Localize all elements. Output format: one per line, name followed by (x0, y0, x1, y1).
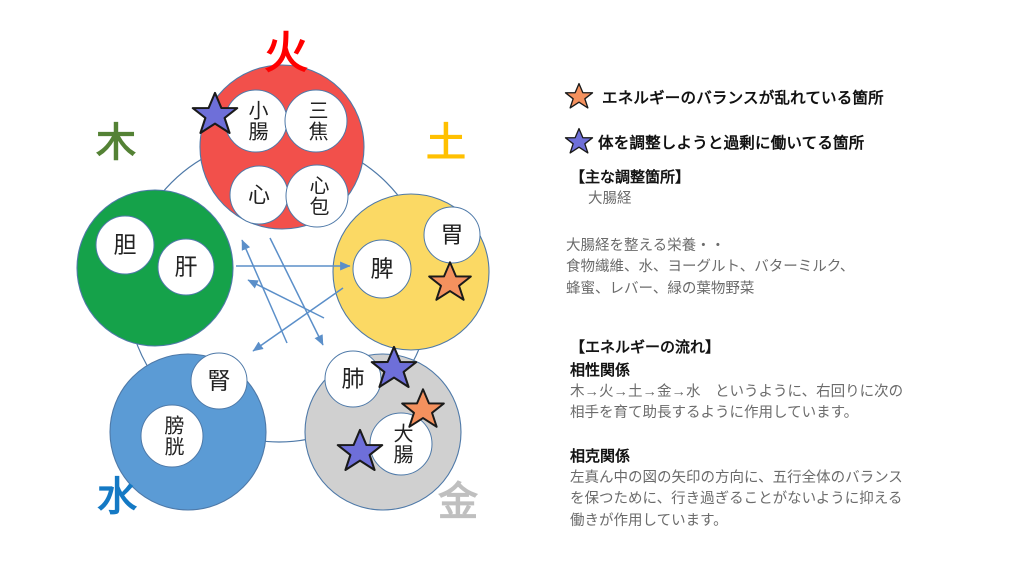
nutrition-section: 大腸経を整える栄養・・ 食物繊維、水、ヨーグルト、バターミルク、 蜂蜜、レバー、… (566, 236, 854, 300)
flow-sub-heading-2: 相克関係 (570, 447, 631, 465)
diagram-stars (191, 91, 472, 471)
diagram-svg: 胆 肝 小腸 三焦 心 心包 脾 胃 (76, 29, 490, 524)
organ-label-hai: 肺 (342, 367, 365, 392)
element-label-earth: 土 (426, 121, 466, 165)
organ-label-jin: 腎 (208, 369, 231, 394)
star-earth-orange-icon (428, 261, 472, 301)
element-label-water: 水 (97, 475, 138, 519)
arrow-metal-to-wood (247, 279, 325, 319)
adjust-section: 【主な調整箇所】 大腸経 (570, 167, 690, 210)
nutrition-line-3: 蜂蜜、レバー、緑の葉物野菜 (566, 280, 755, 297)
adjust-item: 大腸経 (588, 190, 632, 207)
legend-label-orange: エネルギーのバランスが乱れている箇所 (602, 90, 884, 107)
star-metal-blue-2-icon (336, 428, 384, 471)
organ-label-daicho: 大腸 (390, 423, 413, 465)
organ-label-hi: 脾 (371, 257, 394, 282)
flow-section: 【エネルギーの流れ】 相性関係 木→火→土→金→水 というように、右回りに次の … (570, 337, 903, 532)
flow-sub2-line-3: 働きが作用しています。 (570, 512, 728, 529)
five-element-diagram: 胆 肝 小腸 三焦 心 心包 脾 胃 (76, 29, 490, 524)
organ-bubble-hi[interactable] (352, 239, 412, 299)
nutrition-line-1: 大腸経を整える栄養・・ (566, 238, 726, 254)
organ-label-shin: 心 (248, 183, 270, 208)
pentagram-arrows (236, 237, 351, 352)
flow-heading: 【エネルギーの流れ】 (570, 339, 721, 356)
legend-row-orange: エネルギーのバランスが乱れている箇所 (564, 82, 884, 112)
star-fire-blue-icon (191, 91, 239, 134)
arrow-water-to-fire (241, 239, 288, 344)
adjust-heading: 【主な調整箇所】 (570, 169, 691, 186)
flow-sub-heading-1: 相性関係 (570, 361, 631, 379)
organ-label-shinpo: 心包 (306, 175, 329, 217)
legend-row-blue: 体を調整しようと過剰に働いてる箇所 (564, 127, 864, 157)
organ-label-boko: 膀胱 (161, 415, 184, 457)
flow-sub2-line-1: 左真ん中の図の矢印の方向に、五行全体のバランス (570, 469, 903, 486)
legend-label-blue: 体を調整しようと過剰に働いてる箇所 (598, 135, 865, 152)
star-metal-orange-icon (401, 388, 445, 428)
arrow-earth-to-water (252, 287, 344, 352)
flow-sub1-line-2: 相手を育て助長するように作用しています。 (570, 404, 859, 421)
organ-label-tan: 胆 (114, 233, 137, 258)
organ-bubble-sansho[interactable] (284, 89, 348, 153)
info-panel: エネルギーのバランスが乱れている箇所 体を調整しようと過剰に働いてる箇所 【主な… (556, 0, 1024, 576)
element-group-earth[interactable]: 脾 胃 (332, 193, 490, 351)
organ-bubble-tan[interactable] (95, 215, 155, 275)
star-blue-icon (564, 127, 594, 154)
element-label-wood: 木 (96, 121, 136, 165)
nutrition-line-2: 食物繊維、水、ヨーグルト、バターミルク、 (566, 259, 855, 276)
organ-label-shocho: 小腸 (245, 100, 268, 142)
organ-bubble-jin[interactable] (190, 352, 248, 410)
organ-bubble-i[interactable] (423, 206, 481, 264)
element-group-fire[interactable]: 小腸 三焦 心 心包 (199, 64, 365, 230)
organ-bubble-boko[interactable] (140, 404, 204, 468)
organ-bubble-kan[interactable] (157, 238, 215, 296)
star-metal-blue-1-icon (370, 345, 418, 388)
organ-label-sansho: 三焦 (305, 100, 328, 142)
element-group-wood[interactable]: 胆 肝 (76, 189, 234, 347)
organ-bubble-shinpo[interactable] (285, 164, 349, 228)
organ-label-kan: 肝 (175, 255, 198, 280)
element-label-metal: 金 (437, 479, 479, 524)
arrow-fire-to-metal (269, 237, 324, 346)
organ-label-i: 胃 (441, 223, 464, 248)
element-group-water[interactable]: 腎 膀胱 (109, 352, 267, 511)
star-orange-icon (564, 82, 594, 109)
element-label-fire: 火 (264, 29, 308, 78)
flow-sub2-line-2: を保つために、行き過ぎることがないように抑える (570, 491, 903, 508)
flow-sub1-line-1: 木→火→土→金→水 というように、右回りに次の (570, 383, 904, 400)
